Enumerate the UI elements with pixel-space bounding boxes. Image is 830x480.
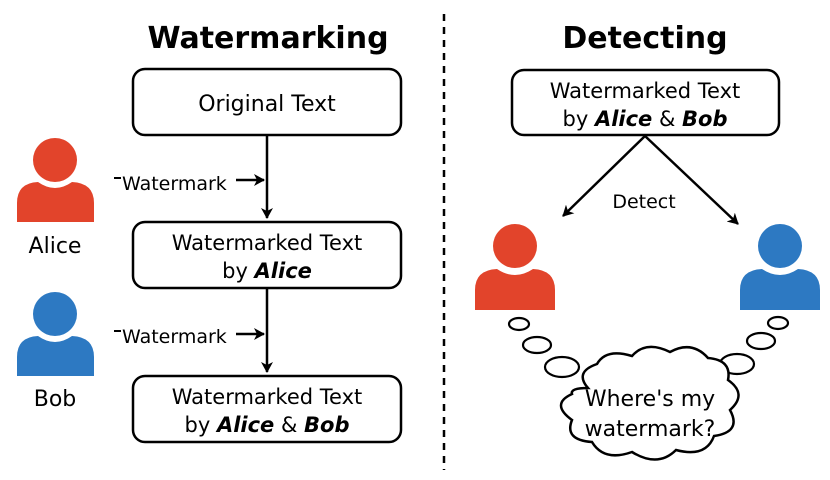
final-box-joiner: & — [274, 413, 304, 437]
final-box-name2: Bob — [304, 413, 349, 437]
thought-trail-right — [718, 315, 790, 376]
watermark-label-1: Watermark — [122, 173, 227, 195]
detect-box-prefix: by — [563, 107, 595, 131]
bob-person-icon — [17, 292, 94, 376]
final-box-prefix: by — [185, 413, 217, 437]
alice-box-prefix: by — [222, 259, 254, 283]
detect-label: Detect — [612, 191, 675, 213]
alice-person-icon-right — [475, 224, 555, 310]
watermark-label-2: Watermark — [122, 326, 227, 348]
detect-box-name2: Bob — [682, 107, 727, 131]
alice-box-name: Alice — [253, 259, 312, 283]
final-box-line1: Watermarked Text — [172, 385, 362, 409]
detect-box-name1: Alice — [593, 107, 652, 131]
detecting-title: Detecting — [562, 21, 727, 56]
watermarking-title: Watermarking — [147, 21, 388, 56]
final-box-name1: Alice — [215, 413, 274, 437]
thought-trail-left — [507, 316, 581, 379]
original-text-box — [131, 67, 403, 137]
alice-name-label: Alice — [29, 234, 82, 259]
alice-person-icon — [17, 138, 94, 222]
alice-box-line2: by Alice — [222, 259, 312, 283]
original-text-label: Original Text — [198, 92, 336, 117]
detect-arrow-right — [644, 135, 739, 225]
bob-name-label: Bob — [34, 387, 77, 412]
final-box-line2: by Alice & Bob — [185, 413, 350, 437]
thought-line1: Where's my — [585, 387, 715, 412]
thought-line2: watermark? — [585, 417, 716, 442]
detect-box-joiner: & — [652, 107, 682, 131]
alice-box-line1: Watermarked Text — [172, 231, 362, 255]
thought-cloud — [559, 345, 740, 461]
bob-person-icon-right — [740, 224, 820, 310]
detect-arrow-left — [562, 135, 646, 217]
detect-box-line1: Watermarked Text — [550, 79, 740, 103]
alice-watermarked-box — [131, 220, 403, 290]
final-watermarked-box — [131, 374, 403, 444]
detect-input-box — [510, 68, 781, 137]
detect-box-line2: by Alice & Bob — [563, 107, 728, 131]
